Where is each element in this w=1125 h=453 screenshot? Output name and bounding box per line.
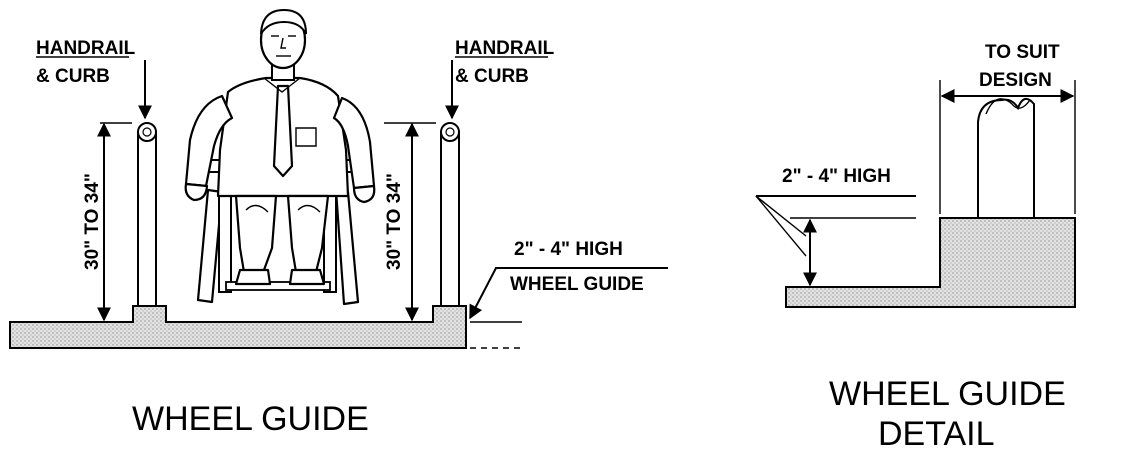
width-label-line1: TO SUIT (985, 42, 1060, 63)
left-wheel-guide-section: HANDRAIL & CURB HANDRAIL & CURB 30" TO 3… (9, 8, 668, 438)
handrail-label-right-line1: HANDRAIL (455, 38, 555, 59)
handrail-label-left-line2: & CURB (36, 66, 110, 87)
detail-handrail-post (977, 97, 1035, 219)
caption-detail-line1: WHEEL GUIDE (829, 375, 1066, 413)
right-wheel-guide-detail: TO SUIT DESIGN 2" - 4" HIGH WHEEL GUIDE … (755, 42, 1076, 453)
left-base-slab (9, 305, 467, 349)
caption-wheel-guide: WHEEL GUIDE (132, 400, 369, 438)
handrail-label-left-line1: HANDRAIL (36, 38, 136, 59)
left-handrail-post (137, 122, 157, 307)
height-label-left: 30" TO 34" (82, 173, 103, 270)
right-height-dimension (384, 122, 436, 322)
detail-height-label: 2" - 4" HIGH (782, 166, 891, 187)
right-handrail-post (440, 122, 460, 307)
height-label-right: 30" TO 34" (384, 173, 405, 270)
guide-label-line1: 2" - 4" HIGH (514, 239, 623, 260)
person-in-wheelchair-figure (184, 8, 376, 306)
left-height-dimension (97, 122, 132, 322)
handrail-label-right-line2: & CURB (455, 66, 529, 87)
guide-label-line2: WHEEL GUIDE (510, 274, 644, 295)
caption-detail-line2: DETAIL (878, 415, 995, 453)
detail-step-slab (785, 217, 1076, 308)
width-label-line2: DESIGN (979, 70, 1052, 91)
